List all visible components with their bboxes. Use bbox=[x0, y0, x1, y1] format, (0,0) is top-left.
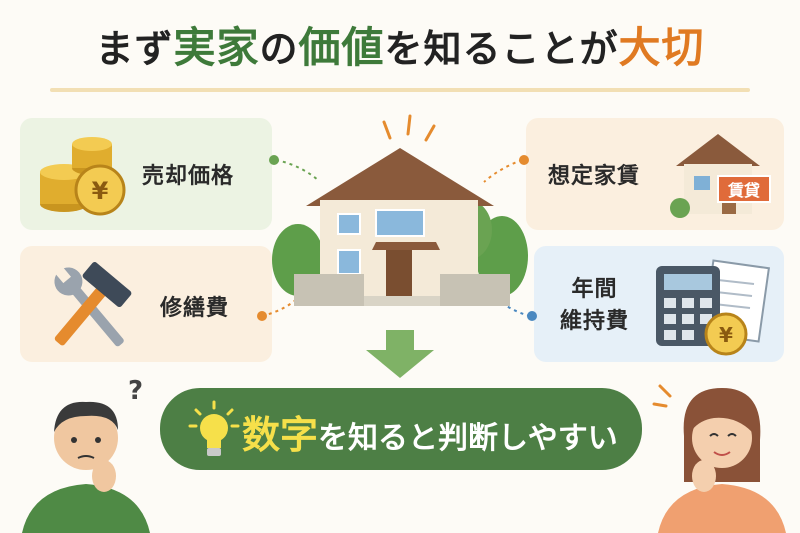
title-highlight-green: 実家 bbox=[173, 23, 260, 72]
label-expected-rent: 想定家賃 bbox=[548, 164, 641, 189]
card-annual-maintenance: 年間 維持費 ¥ bbox=[534, 246, 784, 362]
banner-text: 数字を知ると判断しやすい bbox=[242, 404, 618, 459]
coin-yen-symbol: ¥ bbox=[92, 177, 109, 205]
woman-avatar bbox=[652, 384, 786, 533]
conclusion-banner: 数字を知ると判断しやすい bbox=[160, 388, 642, 470]
label-repair-cost: 修繕費 bbox=[160, 296, 230, 321]
title-underline bbox=[50, 88, 750, 92]
rent-sign-text: 賃貸 bbox=[727, 181, 760, 200]
question-mark: ? bbox=[128, 376, 144, 406]
rental-house-icon: 賃貸 bbox=[670, 134, 771, 218]
lightbulb-icon bbox=[188, 400, 240, 456]
page-title: まず実家の価値を知ることが大切 bbox=[0, 14, 800, 75]
title-part: まず bbox=[95, 27, 174, 71]
coins-icon: ¥ bbox=[40, 137, 126, 216]
card-sale-price: ¥ 売却価格 bbox=[20, 118, 272, 230]
hammer-wrench-icon bbox=[54, 262, 132, 347]
title-part: の bbox=[259, 27, 299, 71]
label-annual-line1: 年間 bbox=[571, 277, 618, 302]
title-highlight-green: 価値 bbox=[298, 23, 385, 72]
card-expected-rent: 想定家賃 賃貸 bbox=[526, 118, 784, 230]
down-arrow-icon bbox=[366, 330, 434, 378]
label-annual-line2: 維持費 bbox=[560, 309, 630, 334]
banner-rest: を知ると判断しやすい bbox=[318, 421, 618, 456]
title-part: を知ることが bbox=[384, 27, 619, 71]
card-repair-cost: 修繕費 bbox=[20, 246, 272, 362]
label-annual-maintenance: 年間 維持費 bbox=[560, 274, 629, 338]
man-avatar bbox=[22, 401, 150, 533]
house-icon bbox=[272, 114, 528, 306]
calculator-icon: ¥ bbox=[656, 259, 771, 356]
coin-yen-symbol: ¥ bbox=[719, 323, 733, 347]
label-sale-price: 売却価格 bbox=[142, 164, 235, 189]
banner-highlight: 数字 bbox=[242, 413, 319, 457]
title-highlight-orange: 大切 bbox=[618, 23, 705, 72]
